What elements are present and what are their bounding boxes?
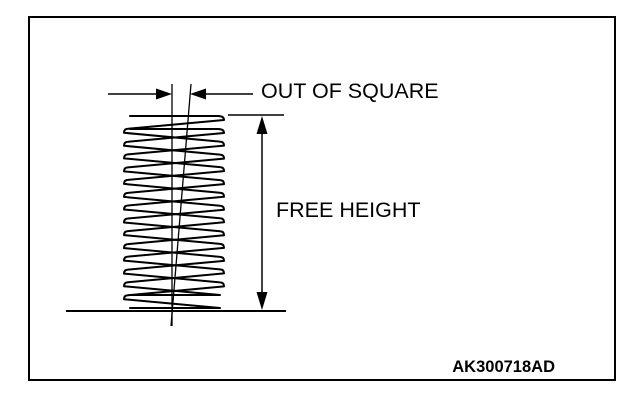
spring-coil-inner-edge xyxy=(123,128,225,309)
out-of-square-dimension xyxy=(108,88,253,100)
figure-frame xyxy=(28,16,616,381)
spring-coil-outer-edge xyxy=(123,115,225,296)
figure-code-label: AK300718AD xyxy=(452,358,555,376)
coil-spring xyxy=(123,115,225,309)
out-of-square-right-arrowhead xyxy=(190,88,206,100)
out-of-square-label: OUT OF SQUARE xyxy=(261,79,439,103)
tilted-spring-axis-line xyxy=(170,83,192,327)
free-height-bottom-arrowhead xyxy=(256,292,268,310)
free-height-label: FREE HEIGHT xyxy=(276,198,421,222)
free-height-top-arrowhead xyxy=(256,116,268,134)
free-height-dimension xyxy=(228,114,284,310)
out-of-square-left-arrowhead xyxy=(156,88,172,100)
